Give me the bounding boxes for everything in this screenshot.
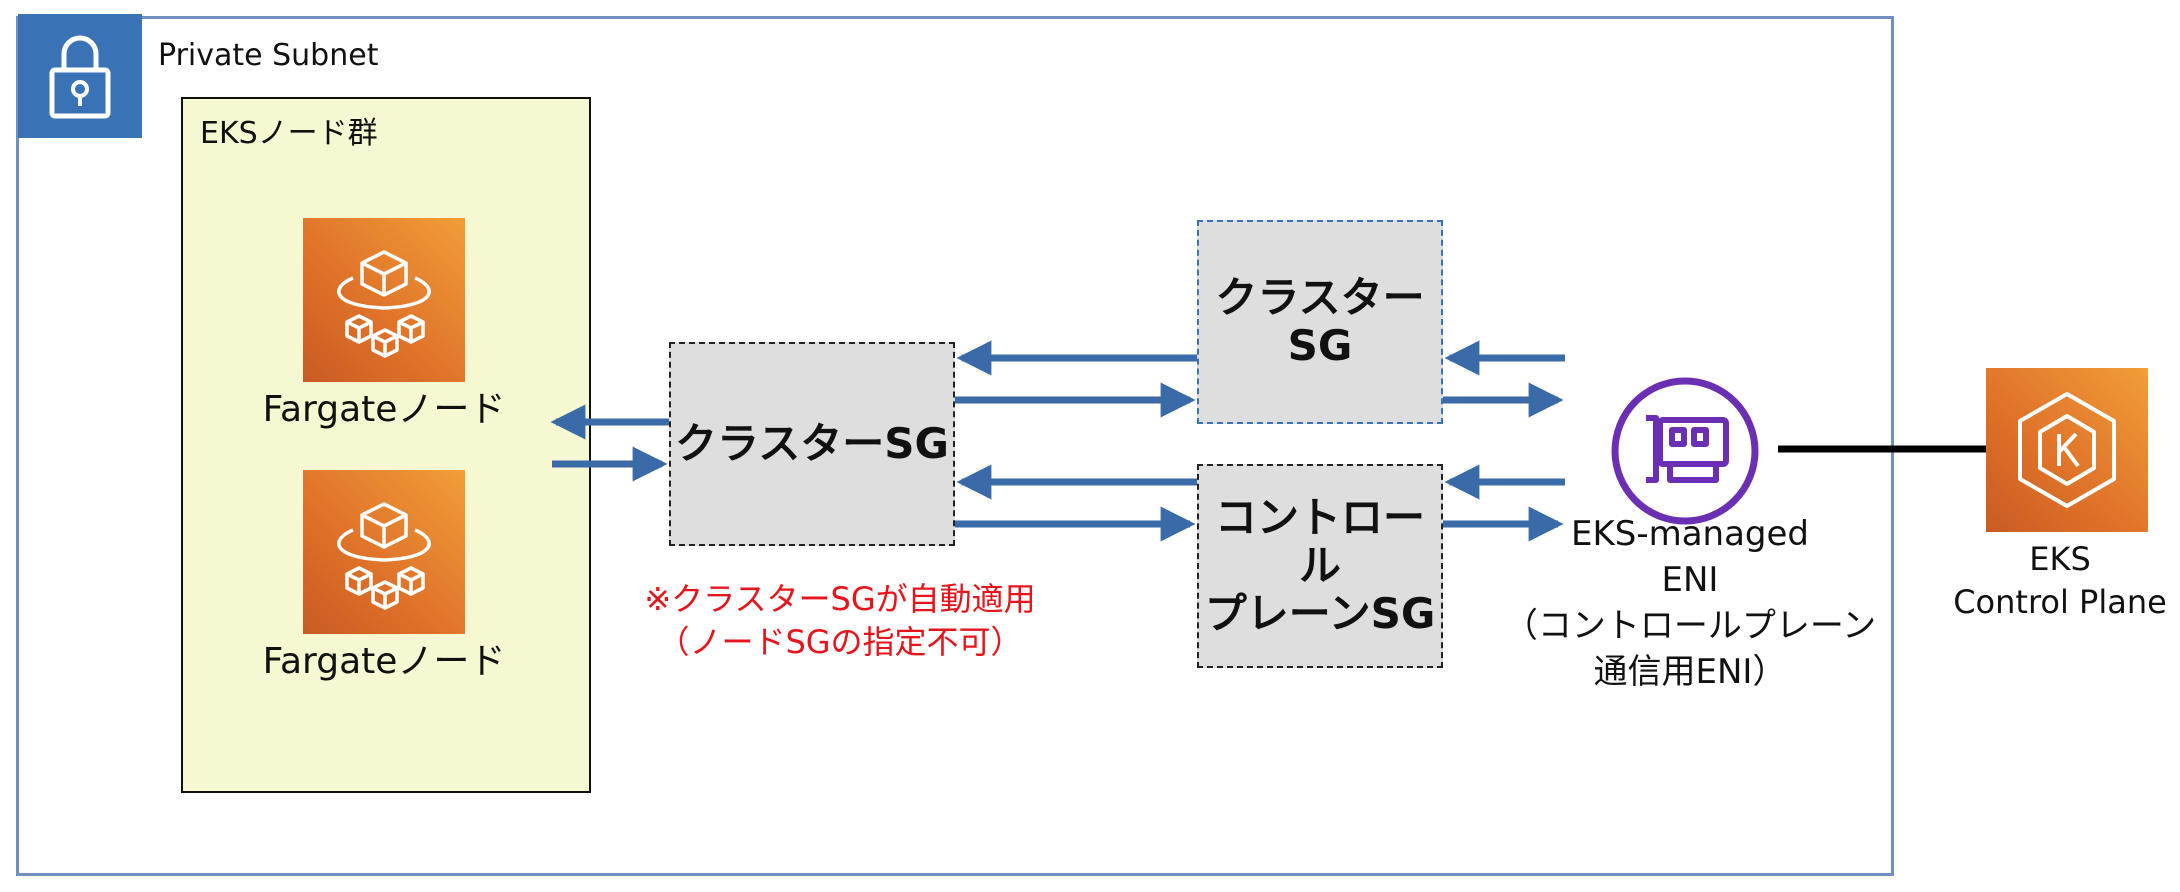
note-line: （ノードSGの指定不可） — [657, 623, 1023, 662]
control-plane-label: EKS Control Plane — [1953, 540, 2167, 622]
network-interface-icon — [1611, 377, 1759, 525]
cluster-sg-box: クラスターSG — [669, 342, 955, 546]
eks-icon — [1986, 368, 2148, 532]
node-group-label: EKSノード群 — [200, 116, 378, 151]
fargate-node-label: Fargateノード — [262, 389, 506, 430]
cluster-sg-box: クラスター SG — [1197, 220, 1443, 424]
fargate-icon — [303, 470, 465, 634]
fargate-icon — [303, 218, 465, 382]
auto-apply-note: ※クラスターSGが自動適用 （ノードSGの指定不可） — [600, 578, 1080, 664]
control-plane-sg-box: コントロール プレーンSG — [1197, 464, 1443, 668]
note-line: ※クラスターSGが自動適用 — [644, 580, 1036, 618]
eni-label: EKS-managed ENI （コントロールプレーン 通信用ENI） — [1503, 514, 1877, 692]
fargate-node-label: Fargateノード — [262, 641, 506, 682]
lock-icon — [49, 35, 111, 119]
subnet-badge — [18, 14, 142, 138]
eks-node-group — [181, 97, 591, 793]
subnet-label: Private Subnet — [158, 38, 379, 73]
